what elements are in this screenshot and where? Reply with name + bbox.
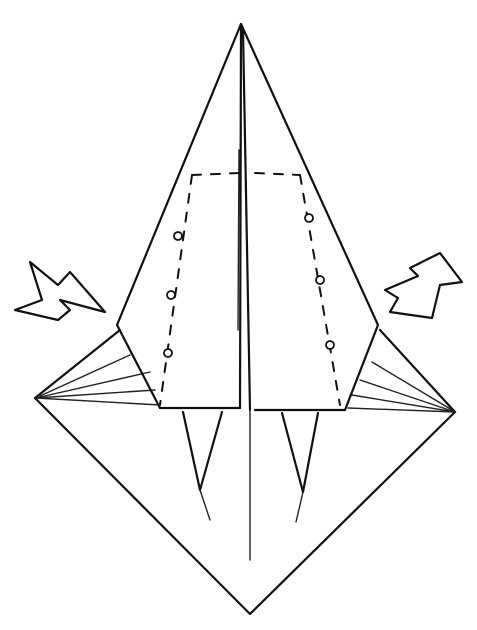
left-arrow-icon	[15, 262, 105, 320]
base-diamond	[35, 330, 455, 614]
left-flap-lines	[36, 355, 160, 405]
center-fold	[238, 26, 250, 410]
lower-points	[183, 410, 318, 560]
right-arrow-icon	[385, 253, 462, 318]
right-flap-lines	[348, 362, 455, 412]
